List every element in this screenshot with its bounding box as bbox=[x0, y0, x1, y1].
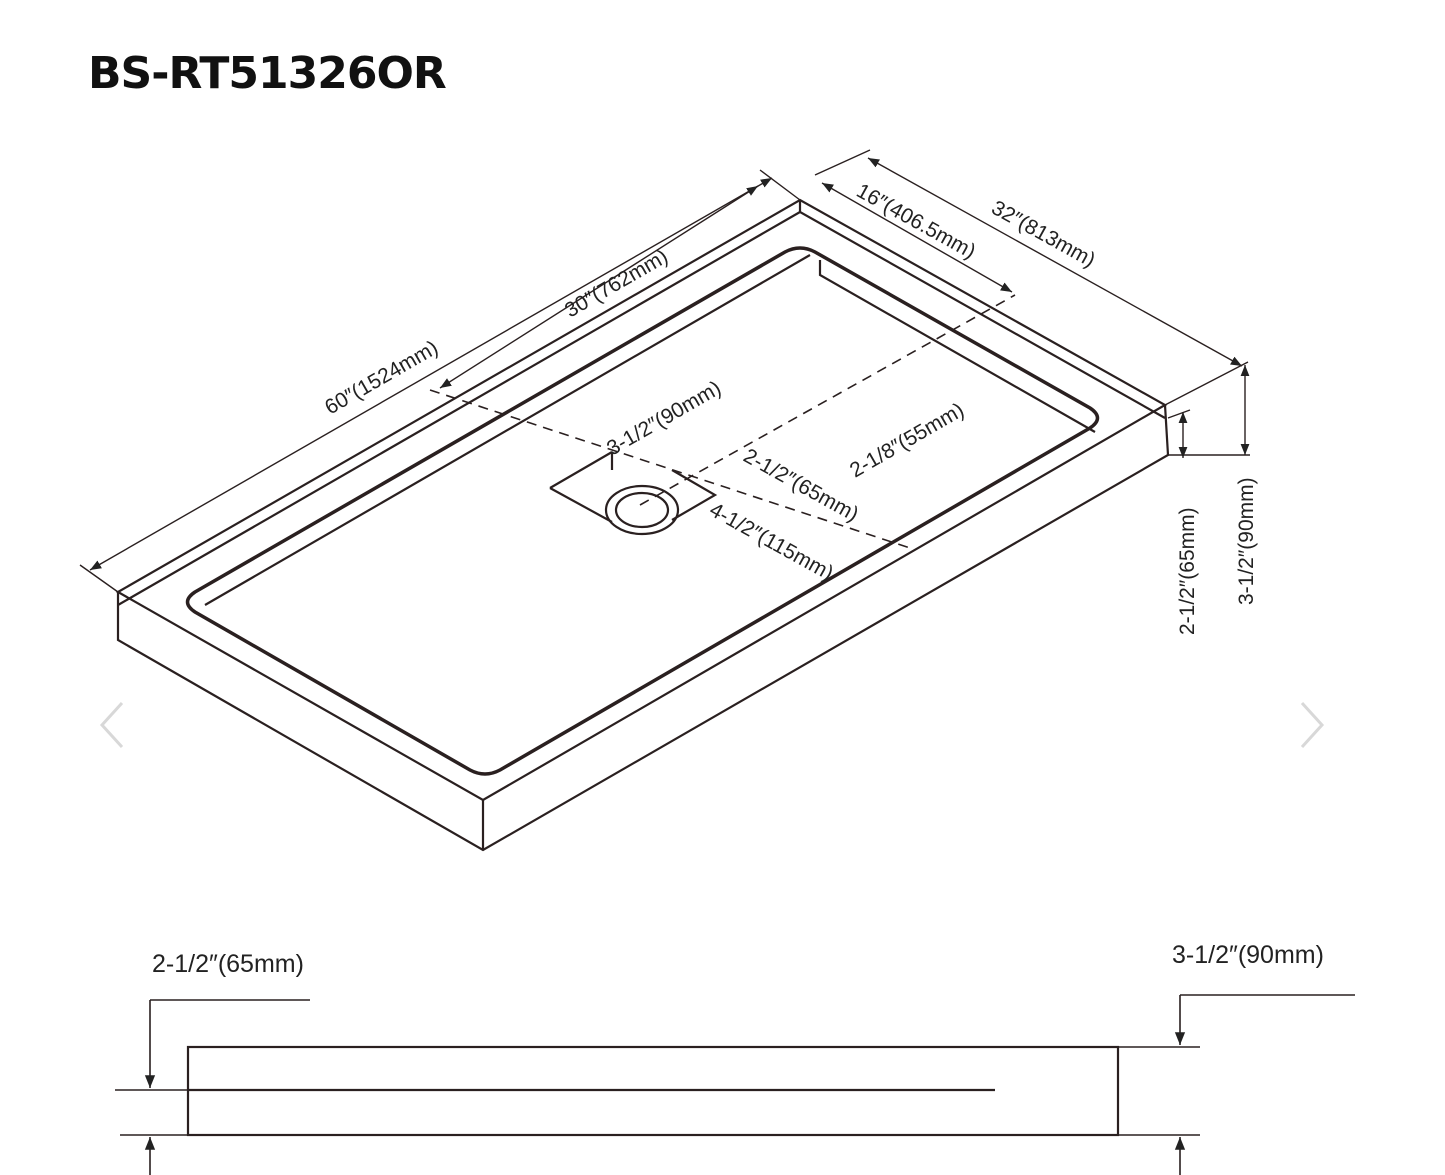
product-model-title: BS-RT51326OR bbox=[88, 48, 447, 99]
dim-drain-depth: 3-1/2″(90mm) bbox=[603, 377, 725, 461]
dim-bottom-left: 2-1/2″(65mm) bbox=[152, 950, 304, 978]
dim-drain-offset: 2-1/8″(55mm) bbox=[846, 399, 968, 483]
dim-flange: 2-1/2″(65mm) bbox=[740, 444, 863, 526]
chevron-right-icon bbox=[1300, 701, 1325, 749]
carousel-prev-button[interactable] bbox=[92, 695, 132, 755]
dim-drain-size: 4-1/2″(115mm) bbox=[706, 498, 838, 585]
chevron-left-icon bbox=[99, 701, 124, 749]
basin-outline bbox=[185, 246, 1100, 776]
dim-side-inner: 2-1/2″(65mm) bbox=[1176, 507, 1199, 635]
dim-bottom-right: 3-1/2″(90mm) bbox=[1172, 941, 1324, 969]
carousel-next-button[interactable] bbox=[1292, 695, 1332, 755]
dim-side-outer: 3-1/2″(90mm) bbox=[1235, 477, 1258, 605]
dim-half-width: 16″(406.5mm) bbox=[853, 179, 980, 263]
